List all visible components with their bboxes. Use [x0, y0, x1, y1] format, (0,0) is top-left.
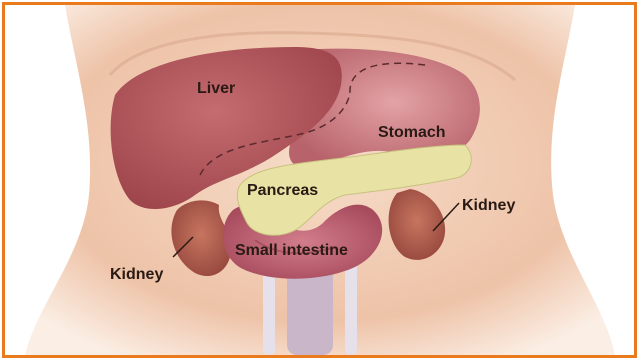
abdomen-illustration [5, 5, 634, 355]
label-kidney-right: Kidney [110, 267, 163, 283]
label-small-intestine: Small intestine [235, 243, 348, 259]
label-stomach: Stomach [378, 125, 446, 141]
label-pancreas: Pancreas [247, 183, 318, 199]
label-kidney-left: Kidney [462, 198, 515, 214]
diagram-frame: Liver Stomach Pancreas Kidney Small inte… [2, 2, 637, 358]
label-liver: Liver [197, 81, 235, 97]
